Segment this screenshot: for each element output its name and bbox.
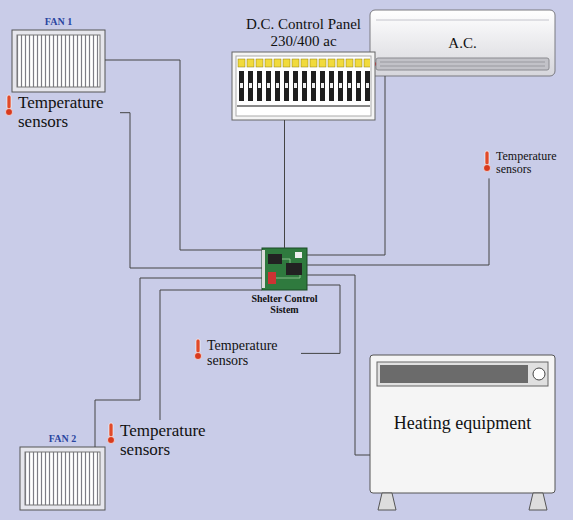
- heater-body: [370, 355, 555, 493]
- ac-trim: [376, 20, 549, 21]
- temperature-sensor: Temperature sensors: [193, 336, 301, 371]
- air-conditioner: A.C.: [370, 10, 555, 76]
- lamp-row: [237, 58, 370, 68]
- sensor-label: Temperature sensors: [120, 422, 220, 459]
- temperature-sensor: Temperature sensors: [106, 420, 222, 461]
- device-label: Heating equipment: [394, 414, 531, 434]
- pcb-board: [262, 248, 307, 290]
- sensor-label: Temperature sensors: [18, 94, 118, 131]
- louver-line: [380, 62, 545, 63]
- control-panel: D.C. Control Panel 230/400 ac: [232, 52, 375, 120]
- din-rail: [237, 105, 370, 107]
- pcb-chip: [268, 254, 282, 264]
- thermometer-bulb: [195, 353, 202, 360]
- pcb-relay: [268, 272, 276, 284]
- panel-housing: [232, 52, 375, 120]
- pcb-part: [295, 252, 302, 258]
- thermometer-stem: [485, 151, 489, 165]
- thermometer-stem: [7, 95, 11, 109]
- wire-connector: [284, 120, 285, 248]
- pcb-connector: [262, 250, 265, 288]
- wire-connector: [307, 76, 385, 255]
- thermometer-stem: [109, 423, 113, 437]
- device-heading: Shelter Control Sistem: [239, 293, 331, 315]
- pcb-trace: [276, 259, 300, 278]
- heating-unit: Heating equipment: [370, 355, 555, 493]
- pcb-chip: [286, 263, 302, 275]
- device-heading: FAN 1: [45, 16, 72, 27]
- heater-knob: [533, 368, 545, 380]
- breaker-row: [237, 71, 370, 101]
- wire-connector: [307, 178, 489, 265]
- wire-connector: [105, 60, 262, 250]
- temperature-sensor: Temperature sensors: [4, 92, 120, 133]
- heater-vent: [380, 365, 528, 383]
- louver-line: [380, 66, 545, 67]
- fan-unit: FAN 1: [12, 30, 105, 92]
- device-heading: FAN 2: [49, 433, 76, 444]
- fan-grille: [17, 35, 100, 87]
- fan-grille: [25, 452, 100, 505]
- ac-louver: [376, 58, 549, 70]
- thermometer-icon: [108, 423, 115, 444]
- thermometer-bulb: [108, 437, 115, 444]
- sensor-label: Temperature sensors: [496, 150, 564, 176]
- thermometer-icon: [195, 339, 202, 360]
- thermometer-bulb: [6, 109, 13, 116]
- fan-unit: FAN 2: [20, 447, 105, 510]
- thermometer-bulb: [484, 165, 491, 172]
- wire-connector: [120, 113, 262, 268]
- device-heading: D.C. Control Panel 230/400 ac: [229, 16, 379, 49]
- temperature-sensor: Temperature sensors: [482, 148, 566, 178]
- device-label: A.C.: [448, 35, 476, 52]
- heater-leg: [378, 493, 396, 510]
- thermometer-icon: [484, 151, 491, 172]
- thermometer-icon: [6, 95, 13, 116]
- thermometer-stem: [196, 339, 200, 353]
- shelter-controller: Shelter Control Sistem: [262, 248, 307, 290]
- fan-housing: [12, 30, 105, 92]
- panel-face: [236, 56, 371, 116]
- heater-grille: [377, 362, 548, 386]
- fan-housing: [20, 447, 105, 510]
- ac-body: [370, 10, 555, 76]
- heater-leg: [529, 493, 547, 510]
- sensor-label: Temperature sensors: [207, 338, 299, 369]
